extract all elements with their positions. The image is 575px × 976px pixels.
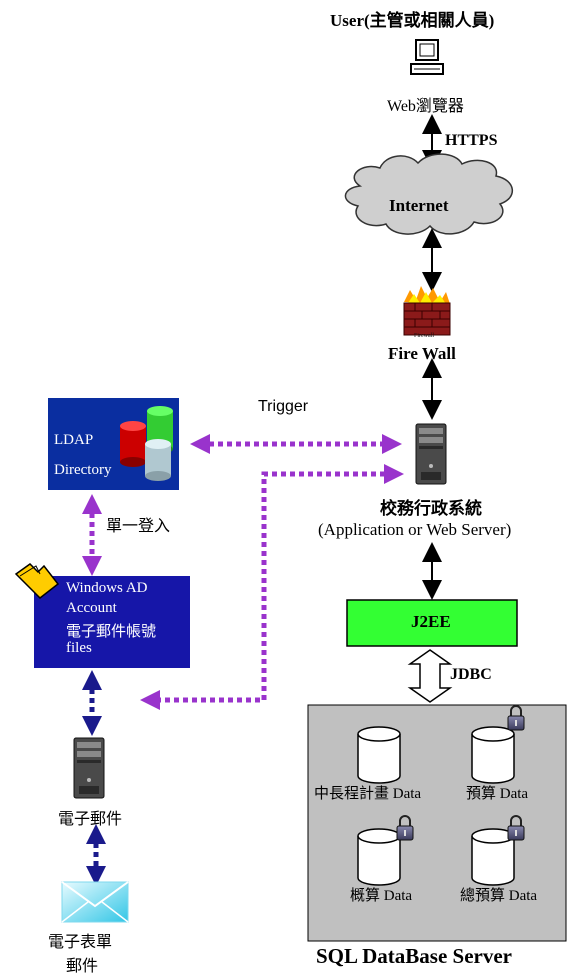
ad-line4: files — [66, 640, 92, 656]
firewall-icon — [403, 286, 451, 336]
app-server-icon — [415, 423, 447, 485]
envelope-icon — [61, 881, 129, 923]
firewall-icon-text: Firewall — [414, 333, 434, 339]
ad-line2: Account — [66, 600, 117, 616]
https-label: HTTPS — [445, 132, 498, 149]
db-panel — [307, 704, 567, 942]
db-item-label-3: 概算 Data — [350, 888, 413, 904]
jdbc-label: JDBC — [450, 666, 492, 683]
db-cylinder-2 — [471, 726, 515, 784]
eform-line1: 電子表單 — [48, 934, 113, 951]
j2ee-label: J2EE — [411, 612, 451, 631]
ldap-line2: Directory — [54, 462, 112, 478]
app-server-label: 校務行政系統 — [380, 499, 482, 518]
lock-icon — [396, 815, 414, 841]
server-to-ad-link — [140, 464, 404, 710]
user-label: User(主管或相關人員) — [330, 11, 495, 30]
ad-line1: Windows AD — [66, 580, 148, 596]
ad-line3: 電子郵件帳號 — [66, 624, 157, 640]
mail-server-icon — [73, 737, 105, 799]
db-item-label-4: 總預算 Data — [460, 888, 538, 904]
firewall-label: Fire Wall — [388, 344, 456, 363]
ldap-line1: LDAP — [54, 432, 94, 448]
db-server-label: SQL DataBase Server — [316, 944, 512, 968]
mail-server-label: 電子郵件 — [58, 811, 123, 828]
internet-label: Internet — [389, 196, 449, 215]
db-cylinder-3 — [357, 828, 401, 886]
browser-label: Web瀏覽器 — [387, 98, 464, 115]
jdbc-arrow — [407, 649, 453, 703]
eform-line2: 郵件 — [66, 958, 99, 975]
app-server-sublabel: (Application or Web Server) — [318, 520, 512, 539]
trigger-label: Trigger — [258, 398, 309, 415]
computer-icon — [410, 39, 444, 75]
lock-icon — [507, 705, 525, 731]
db-item-label-2: 預算 Data — [466, 786, 529, 802]
db-item-label-1: 中長程計畫 Data — [314, 786, 422, 802]
database-cylinders-icon — [120, 406, 173, 481]
db-cylinder-1 — [357, 726, 401, 784]
folder-icon — [14, 563, 60, 599]
db-cylinder-4 — [471, 828, 515, 886]
internet-cloud — [344, 153, 513, 235]
lock-icon — [507, 815, 525, 841]
sso-label: 單一登入 — [106, 518, 171, 535]
